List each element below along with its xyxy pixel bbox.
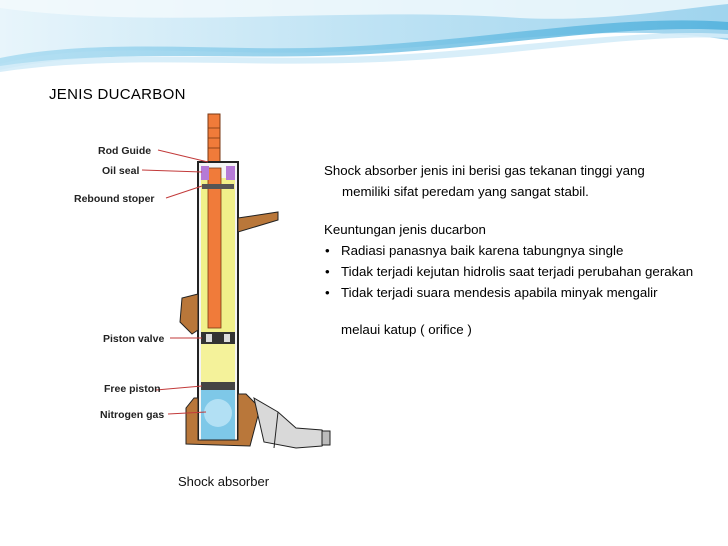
advantages-heading: Keuntungan jenis ducarbon	[324, 222, 486, 237]
list-item: Tidak terjadi suara mendesis apabila min…	[324, 282, 724, 303]
figure-caption: Shock absorber	[178, 474, 270, 489]
piston-rod	[207, 113, 221, 163]
label-piston-valve: Piston valve	[103, 333, 164, 345]
slide-title: JENIS DUCARBON	[49, 86, 186, 103]
header-wave-decoration	[0, 0, 728, 90]
label-rod-guide: Rod Guide	[98, 145, 151, 157]
knuckle-spindle	[253, 396, 331, 449]
intro-line-1: Shock absorber jenis ini berisi gas teka…	[324, 163, 645, 178]
bullet-3-continuation: melaui katup ( orifice )	[341, 322, 472, 337]
leader-lines	[141, 149, 209, 415]
label-rebound-stoper: Rebound stoper	[74, 193, 155, 205]
label-oil-seal: Oil seal	[102, 165, 139, 177]
mount-bracket-left	[179, 293, 199, 335]
list-item: Radiasi panasnya baik karena tabungnya s…	[324, 240, 724, 261]
intro-line-2: memiliki sifat peredam yang sangat stabi…	[342, 184, 589, 199]
spring-seat-fin	[237, 211, 279, 233]
list-item: Tidak terjadi kejutan hidrolis saat terj…	[324, 261, 724, 282]
cylinder-body	[197, 161, 239, 443]
content-text-block: Shock absorber jenis ini berisi gas teka…	[324, 160, 724, 340]
label-nitrogen-gas: Nitrogen gas	[100, 409, 164, 421]
intro-paragraph: Shock absorber jenis ini berisi gas teka…	[324, 160, 724, 202]
mount-bracket-bottom	[185, 393, 261, 447]
label-free-piston: Free piston	[104, 383, 161, 395]
shock-absorber-figure: Rod Guide Oil seal Rebound stoper Piston…	[46, 108, 340, 498]
advantages-list: Radiasi panasnya baik karena tabungnya s…	[324, 240, 724, 303]
